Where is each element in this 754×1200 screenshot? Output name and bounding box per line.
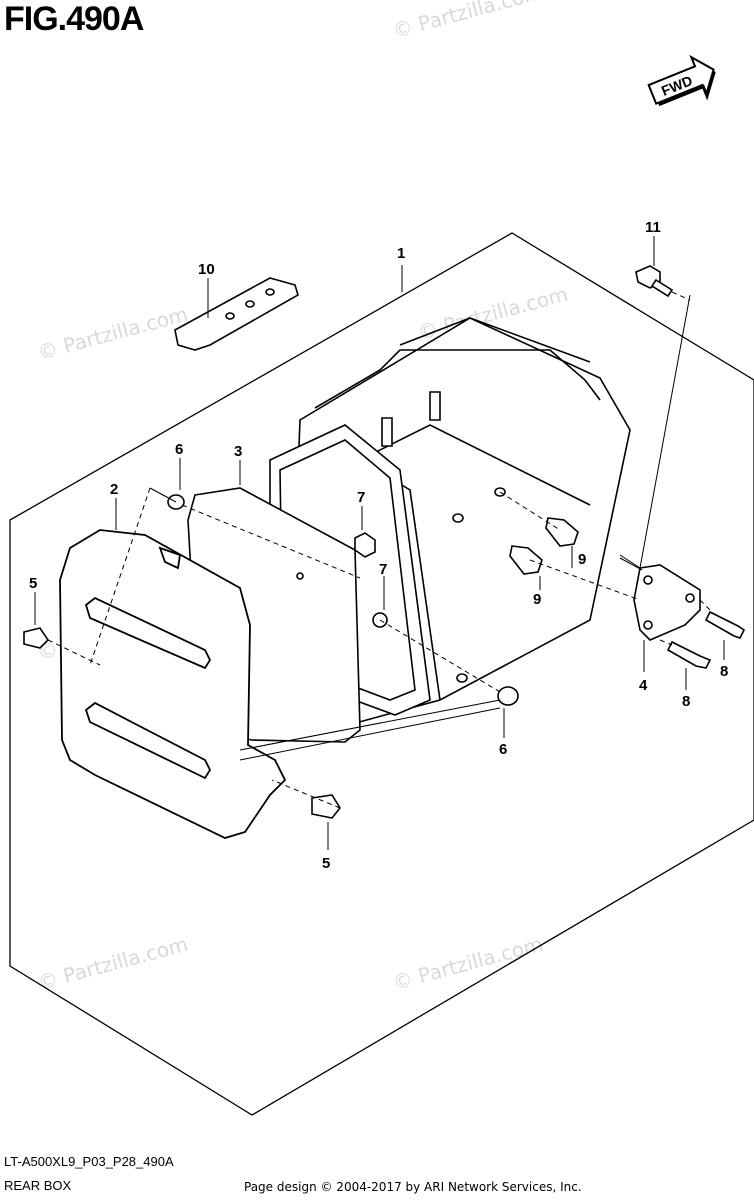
callout-6: 6 [499, 741, 507, 758]
callout-labels: 1 2 3 4 5 5 6 6 7 7 8 8 9 9 10 11 [29, 219, 728, 872]
callout-9: 9 [578, 551, 586, 568]
watermark: © Partzilla.com [35, 932, 190, 995]
callout-7: 7 [357, 489, 365, 506]
watermark: © Partzilla.com [390, 932, 545, 995]
callout-2: 2 [110, 481, 118, 498]
callout-7: 7 [379, 561, 387, 578]
callout-5: 5 [322, 855, 330, 872]
front-cover [59, 529, 287, 839]
forward-arrow-icon: FWD [647, 54, 716, 107]
strap-bracket [174, 277, 299, 351]
watermark: © Partzilla.com [390, 0, 545, 43]
figure-code: LT-A500XL9_P03_P28_490A [4, 1154, 174, 1169]
callout-5: 5 [29, 575, 37, 592]
figure-title: FIG.490A [4, 0, 144, 38]
callout-4: 4 [639, 677, 648, 694]
callout-1: 1 [397, 245, 405, 262]
leader-lines [34, 236, 725, 850]
callout-6: 6 [175, 441, 183, 458]
mounting-bracket [633, 564, 701, 641]
assembly-outline [9, 232, 754, 1116]
watermark: © Partzilla.com [35, 302, 190, 365]
copyright-notice: Page design © 2004-2017 by ARI Network S… [244, 1180, 582, 1194]
fasteners [23, 265, 746, 819]
callout-8: 8 [720, 663, 728, 680]
callout-10: 10 [198, 261, 215, 278]
callout-11: 11 [645, 219, 661, 236]
callout-3: 3 [234, 443, 242, 460]
callout-8: 8 [682, 693, 690, 710]
callout-9: 9 [533, 591, 541, 608]
figure-name: REAR BOX [4, 1178, 72, 1193]
